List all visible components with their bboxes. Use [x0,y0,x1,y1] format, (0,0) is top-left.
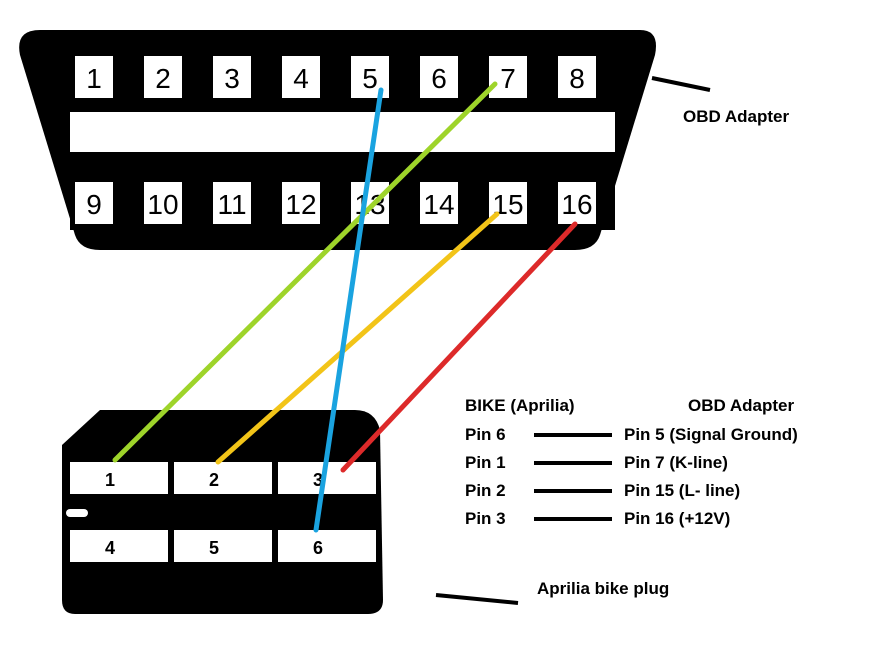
obd-pin-4 [282,56,320,98]
obd-label: OBD Adapter [683,107,789,126]
obd-pin-1 [75,56,113,98]
obd-pin-14 [420,182,458,224]
obd-pin-label-1: 1 [86,63,102,94]
bike-pin-5 [174,530,272,562]
bike-pin-label-6: 6 [313,538,323,558]
bike-pin-label-2: 2 [209,470,219,490]
obd-pin-16 [558,182,596,224]
wire-obd5-bike6 [313,87,384,533]
legend-bike-pin: Pin 3 [465,509,506,528]
bike-pin-label-4: 4 [105,538,115,558]
wire-obd16-bike3 [340,221,578,473]
obd-pin-2 [144,56,182,98]
wiring-legend: BIKE (Aprilia) OBD Adapter Pin 6 Pin 5 (S… [465,396,798,528]
obd-pin-label-14: 14 [423,189,454,220]
obd-bottom-pin-row: 910111213141516 [75,182,596,224]
bike-latch [66,509,88,517]
obd-pin-label-16: 16 [561,189,592,220]
obd-pointer-line [651,76,711,92]
legend-rows: Pin 6 Pin 5 (Signal Ground) Pin 1 Pin 7 (K-… [465,425,798,528]
obd-pin-label-10: 10 [147,189,178,220]
obd-pin-8 [558,56,596,98]
obd-pin-10 [144,182,182,224]
legend-bike-pin: Pin 6 [465,425,506,444]
obd-pin-label-5: 5 [362,63,378,94]
bike-label: Aprilia bike plug [537,579,669,598]
bike-pin-2 [174,462,272,494]
obd-pin-label-11: 11 [217,189,246,220]
obd-pin-label-6: 6 [431,63,447,94]
bike-pin-4 [70,530,168,562]
obd-pin-label-7: 7 [500,63,516,94]
obd-top-pin-row: 1 2 3 4 5 6 7 8 [75,56,596,98]
wire-obd15-bike2 [215,211,500,465]
obd-channel-bar [70,112,615,152]
obd-pin-12 [282,182,320,224]
legend-bike-pin: Pin 2 [465,481,506,500]
obd-pin-6 [420,56,458,98]
obd-pin-label-12: 12 [285,189,316,220]
obd-pin-label-4: 4 [293,63,309,94]
legend-header-bike: BIKE (Aprilia) [465,396,575,415]
bike-pin-1 [70,462,168,494]
bike-pointer-line [435,593,519,605]
legend-obd-pin: Pin 16 (+12V) [624,509,730,528]
bike-pin-label-5: 5 [209,538,219,558]
obd-pin-3 [213,56,251,98]
bike-top-pin-row: 1 2 3 [70,462,376,494]
obd-pin-label-8: 8 [569,63,585,94]
obd-pin-7 [489,56,527,98]
obd-pin-label-9: 9 [86,189,102,220]
bike-pin-6 [278,530,376,562]
legend-bike-pin: Pin 1 [465,453,506,472]
obd-pin-label-3: 3 [224,63,240,94]
obd-pin-11 [213,182,251,224]
legend-obd-pin: Pin 7 (K-line) [624,453,728,472]
legend-obd-pin: Pin 15 (L- line) [624,481,740,500]
bike-bottom-pin-row: 4 5 6 [70,530,376,562]
legend-header-obd: OBD Adapter [688,396,794,415]
bike-pin-label-1: 1 [105,470,115,490]
bike-pin-label-3: 3 [313,470,323,490]
wire-obd7-bike1 [112,81,498,463]
obd-pin-label-2: 2 [155,63,171,94]
legend-obd-pin: Pin 5 (Signal Ground) [624,425,798,444]
bike-connector-body [62,410,383,614]
wire-group [112,81,578,533]
obd-pin-9 [75,182,113,224]
